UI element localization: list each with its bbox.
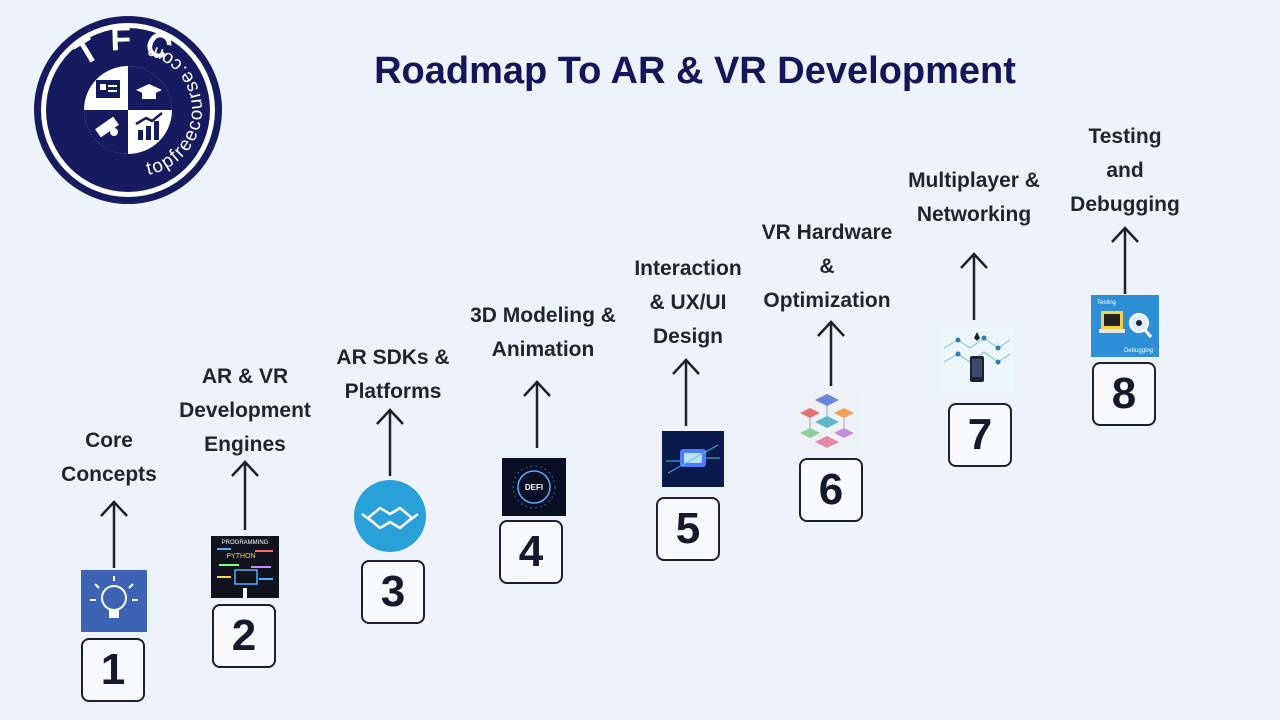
step-8-arrow [1111, 226, 1139, 294]
step-8-label: Testing and Debugging [1070, 125, 1180, 216]
svg-text:Debugging: Debugging [1124, 348, 1153, 354]
step-7-label: Multiplayer & Networking [908, 169, 1040, 226]
step-3-label: AR SDKs & Platforms [336, 346, 450, 403]
glowing-chip-icon [662, 431, 724, 487]
isometric-network-icon [794, 388, 860, 452]
step-6-number: 6 [799, 458, 863, 522]
step-7-arrow [960, 252, 988, 320]
page-title: Roadmap To AR & VR Development [374, 50, 1016, 92]
svg-text:DEFI: DEFI [525, 483, 543, 492]
step-4-label: 3D Modeling & Animation [470, 304, 616, 361]
step-5-label: Interaction & UX/UI Design [634, 257, 742, 348]
step-4-number: 4 [499, 520, 563, 584]
svg-text:PYTHON: PYTHON [226, 553, 255, 560]
step-5-number: 5 [656, 497, 720, 561]
svg-text:Testing: Testing [1097, 300, 1116, 306]
step-6-label: VR Hardware & Optimization [761, 221, 893, 312]
step-1-number: 1 [81, 638, 145, 702]
step-8-number: 8 [1092, 362, 1156, 426]
programming-languages-icon: PROGRAMMING PYTHON [211, 536, 279, 598]
network-phone-icon [940, 326, 1014, 392]
step-4-arrow [523, 380, 551, 448]
step-2-arrow [231, 460, 259, 530]
growth-chart-icon [135, 112, 163, 140]
lightbulb-icon [81, 570, 147, 632]
tfc-logo: TFC topfreecourse.com [34, 16, 222, 204]
step-6-arrow [817, 320, 845, 386]
step-5-arrow [672, 358, 700, 426]
step-1-label: Core Concepts [61, 429, 157, 486]
step-2-label: AR & VR Development Engines [179, 365, 311, 456]
step-7-number: 7 [948, 403, 1012, 467]
handshake-icon [354, 480, 426, 552]
graduation-cap-icon [136, 84, 162, 99]
step-3-number: 3 [361, 560, 425, 624]
step-2-number: 2 [212, 604, 276, 668]
defi-chip-icon: DEFI [502, 458, 566, 516]
testing-debugging-icon: Testing Debugging [1091, 295, 1159, 357]
diploma-icon [95, 116, 119, 138]
step-1-arrow [100, 500, 128, 568]
certificate-icon [96, 80, 120, 98]
step-3-arrow [376, 408, 404, 476]
svg-text:PROGRAMMING: PROGRAMMING [222, 540, 269, 546]
